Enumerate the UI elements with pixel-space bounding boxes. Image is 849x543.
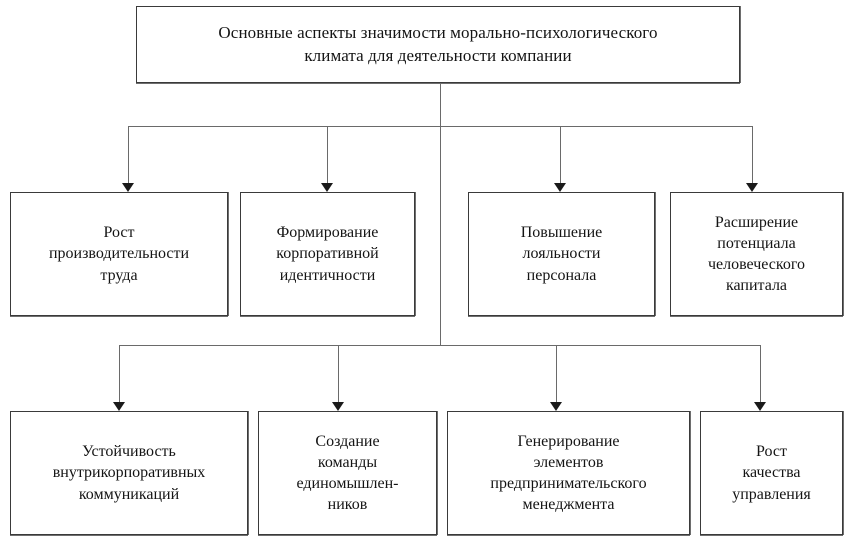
node-level3-3-label: Генерирование элементов предпринимательс…	[490, 432, 647, 514]
node-level3-4[interactable]: Рост качества управления	[700, 411, 843, 535]
connector-drop-n1	[128, 126, 129, 184]
node-level2-3[interactable]: Повышение лояльности персонала	[468, 192, 655, 316]
node-level3-2[interactable]: Создание команды единомышлен- ников	[258, 411, 437, 535]
connector-drop-n8	[760, 345, 761, 403]
node-level2-4[interactable]: Расширение потенциала человеческого капи…	[670, 192, 843, 316]
connector-drop-n6	[338, 345, 339, 403]
node-root-title[interactable]: Основные аспекты значимости морально-пси…	[136, 6, 740, 83]
arrowhead-n7	[550, 402, 562, 411]
arrowhead-n5	[113, 402, 125, 411]
node-level2-1-label: Рост производительности труда	[48, 224, 190, 284]
connector-drop-n7	[556, 345, 557, 403]
node-level3-1[interactable]: Устойчивость внутрикорпоративных коммуни…	[10, 411, 248, 535]
node-level3-4-label: Рост качества управления	[732, 443, 811, 503]
connector-trunk-main	[440, 83, 441, 345]
arrowhead-n6	[332, 402, 344, 411]
node-root-title-label: Основные аспекты значимости морально-пси…	[218, 23, 658, 65]
node-level3-2-label: Создание команды единомышлен- ников	[296, 432, 399, 514]
node-level3-3[interactable]: Генерирование элементов предпринимательс…	[447, 411, 690, 535]
connector-drop-n5	[119, 345, 120, 403]
connector-bus-level3	[119, 345, 760, 346]
arrowhead-n3	[554, 183, 566, 192]
connector-drop-n2	[327, 126, 328, 184]
connector-drop-n3	[560, 126, 561, 184]
node-level2-3-label: Повышение лояльности персонала	[520, 224, 603, 284]
node-level2-1[interactable]: Рост производительности труда	[10, 192, 228, 316]
arrowhead-n4	[746, 183, 758, 192]
node-level2-2[interactable]: Формирование корпоративной идентичности	[240, 192, 415, 316]
arrowhead-n1	[122, 183, 134, 192]
connector-bus-level2	[128, 126, 752, 127]
connector-drop-n4	[752, 126, 753, 184]
node-level2-4-label: Расширение потенциала человеческого капи…	[707, 213, 806, 295]
node-level2-2-label: Формирование корпоративной идентичности	[276, 224, 379, 284]
node-level3-1-label: Устойчивость внутрикорпоративных коммуни…	[52, 443, 206, 503]
arrowhead-n8	[754, 402, 766, 411]
arrowhead-n2	[321, 183, 333, 192]
